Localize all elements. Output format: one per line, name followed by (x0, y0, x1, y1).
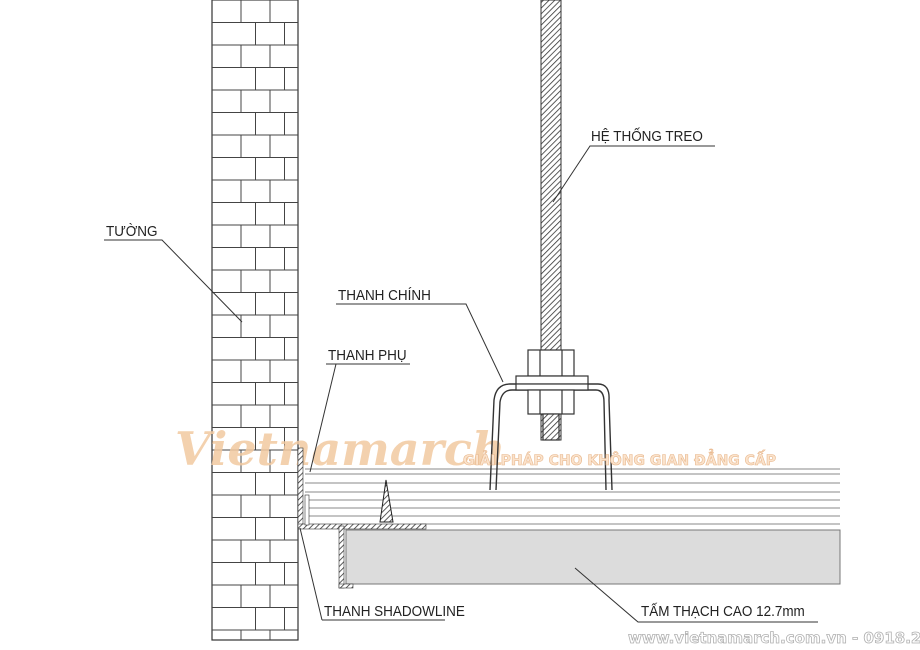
watermark-website: www.vietnamarch.com.vn - 0918.248.297 (628, 629, 920, 647)
watermark-slogan: GIẢI PHÁP CHO KHÔNG GIAN ĐẲNG CẤP (463, 449, 776, 469)
label-shadowline-bar: THANH SHADOWLINE (324, 603, 465, 620)
label-wall: TƯỜNG (106, 222, 158, 240)
nut-assembly (515, 349, 589, 441)
label-secondary-bar: THANH PHỤ (328, 347, 407, 364)
label-main-bar: THANH CHÍNH (338, 286, 431, 304)
brick-wall (211, 0, 299, 641)
label-gypsum-board: TẤM THẠCH CAO 12.7mm (641, 602, 805, 620)
secondary-bar (305, 468, 840, 525)
leader-lines (104, 145, 818, 623)
wall-outline (211, 0, 299, 641)
watermark-logo: Vietnamarch (175, 422, 505, 476)
screw-icon (379, 479, 394, 523)
gypsum-board (345, 529, 841, 585)
label-suspension-system: HỆ THỐNG TREO (591, 126, 703, 145)
